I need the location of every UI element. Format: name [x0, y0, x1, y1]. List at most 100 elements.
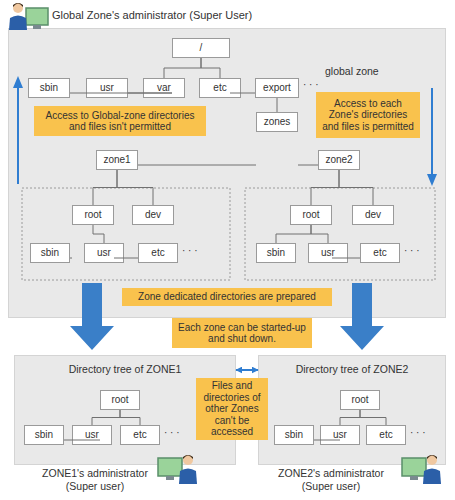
tree-line [92, 410, 120, 425]
directory-box: root [100, 390, 140, 410]
directory-box: root [72, 205, 114, 225]
node-text: etc [373, 247, 386, 259]
node-text: etc [133, 429, 146, 441]
node-text: root [111, 394, 128, 406]
node-text: sbin [267, 247, 285, 259]
admin-icon [158, 455, 197, 484]
directory-box: dev [132, 205, 174, 225]
tree-line [70, 93, 172, 94]
admin-label: ZONE1's administrator (Super user) [34, 467, 156, 492]
node-text: sbin [41, 247, 59, 259]
callout-box: Zone dedicated directories are prepared [122, 288, 332, 306]
directory-box: etc [120, 425, 160, 445]
node-text: usr [97, 247, 111, 259]
directory-box: usr [320, 425, 360, 445]
directory-box: dev [352, 205, 394, 225]
tree-line [332, 258, 360, 259]
node-text: Each zone can be started-up and shut dow… [175, 322, 309, 345]
admin-label: ZONE2's administrator (Super user) [268, 467, 394, 492]
tree-line [230, 93, 255, 94]
directory-box: etc [360, 243, 400, 263]
directory-box: sbin [274, 425, 314, 445]
node-text: dev [365, 209, 381, 221]
directory-box: usr [84, 243, 124, 263]
node-text: usr [333, 429, 347, 441]
directory-box: zones [256, 112, 298, 132]
directory-box: zone1 [96, 150, 138, 170]
zone-region: global zone / sbin usr var etc exportAccess to… [8, 28, 446, 318]
node-text: Files and directories of other Zones can… [199, 380, 265, 438]
directory-box: etc [138, 243, 178, 263]
node-text: var [157, 82, 171, 94]
node-text: Directory tree of ZONE2 [259, 363, 445, 375]
node-text: export [263, 82, 291, 94]
directory-box: export [255, 78, 299, 98]
ellipsis-label: · · · [182, 245, 212, 257]
directory-box: sbin [256, 243, 296, 263]
directory-box: usr [72, 425, 112, 445]
node-text: sbin [35, 429, 53, 441]
admin-icon [402, 455, 441, 484]
node-text: root [351, 394, 368, 406]
node-text: Access to each Zone's directories and fi… [319, 98, 417, 133]
node-text: global zone [325, 65, 379, 77]
tree-line [201, 58, 220, 78]
tree-line [114, 258, 138, 259]
node-text: zones [264, 116, 291, 128]
ellipsis-label: · · · [164, 427, 194, 439]
tree-line [340, 410, 360, 425]
callout-box: Each zone can be started-up and shut dow… [172, 318, 312, 348]
ellipsis-label: · · · [404, 245, 434, 257]
tree-line [70, 258, 72, 259]
tree-line [117, 170, 153, 205]
tree-line [276, 225, 311, 243]
tree-line [138, 165, 256, 166]
directory-box: usr [308, 243, 348, 263]
tree-line [120, 410, 140, 425]
node-text: etc [379, 429, 392, 441]
directory-box: zone2 [318, 150, 360, 170]
directory-box: sbin [24, 425, 64, 445]
tree-line [64, 440, 100, 441]
ellipsis-label: · · · [303, 79, 333, 91]
tree-line [360, 410, 386, 425]
access-arrow [17, 86, 19, 184]
directory-box: / [172, 38, 230, 58]
directory-box: root [290, 205, 332, 225]
node-text: root [302, 209, 319, 221]
node-text: usr [85, 429, 99, 441]
directory-box: sbin [30, 243, 70, 263]
node-text: zone2 [325, 154, 352, 166]
ellipsis-label: · · · [410, 427, 440, 439]
directory-box: root [340, 390, 380, 410]
node-text: zone1 [103, 154, 130, 166]
directory-box: usr [86, 78, 128, 98]
node-text: sbin [285, 429, 303, 441]
node-text: etc [151, 247, 164, 259]
node-text: dev [145, 209, 161, 221]
node-text: sbin [40, 82, 58, 94]
zone-region: Directory tree of ZONE2 root sbin usr etc [258, 355, 446, 465]
node-text: etc [213, 82, 226, 94]
tree-line [311, 170, 339, 205]
admin-icon [9, 3, 48, 30]
double-arrow [236, 369, 258, 371]
tree-line [164, 58, 201, 78]
directory-box: var [143, 78, 185, 98]
tree-line [93, 225, 104, 243]
tree-line [128, 93, 172, 94]
directory-box: etc [199, 78, 241, 98]
admin-label: Global Zone's administrator (Super User) [52, 9, 372, 22]
node-text: Access to Global-zone directories and fi… [37, 110, 203, 133]
callout-box: Files and directories of other Zones can… [196, 378, 268, 440]
node-text: root [84, 209, 101, 221]
tree-line [277, 98, 278, 112]
node-text: usr [100, 82, 114, 94]
access-arrow [431, 88, 433, 176]
node-text: usr [321, 247, 335, 259]
tree-line [298, 165, 318, 166]
tree-line [311, 225, 328, 243]
